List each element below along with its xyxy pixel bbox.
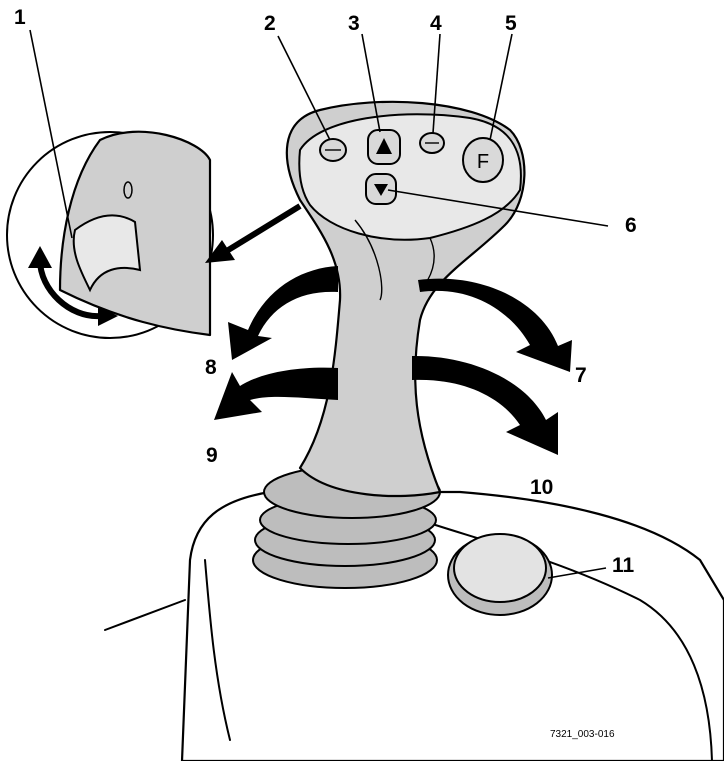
movement-arrow-10	[412, 356, 558, 455]
movement-arrow-9	[214, 368, 338, 420]
f-button-label: F	[477, 151, 489, 173]
callout-4: 4	[430, 12, 442, 35]
button-3[interactable]	[368, 130, 400, 164]
callout-1: 1	[14, 6, 26, 29]
callout-9: 9	[206, 444, 218, 467]
callout-5: 5	[505, 12, 517, 35]
callout-8: 8	[205, 356, 217, 379]
figure-reference-code: 7321_003-016	[550, 729, 615, 740]
trigger-detail-inset	[7, 132, 213, 338]
callout-6: 6	[625, 214, 637, 237]
callout-11: 11	[612, 554, 635, 577]
button-5[interactable]: F	[463, 138, 503, 182]
knob-11[interactable]	[448, 534, 552, 615]
button-4[interactable]	[420, 133, 444, 153]
callout-7: 7	[575, 364, 587, 387]
button-6[interactable]	[366, 174, 396, 204]
callout-3: 3	[348, 12, 360, 35]
movement-arrow-8	[228, 266, 338, 360]
button-2[interactable]	[320, 139, 346, 161]
callout-2: 2	[264, 12, 276, 35]
callout-10: 10	[530, 476, 553, 499]
pointer-arrow	[205, 206, 300, 263]
